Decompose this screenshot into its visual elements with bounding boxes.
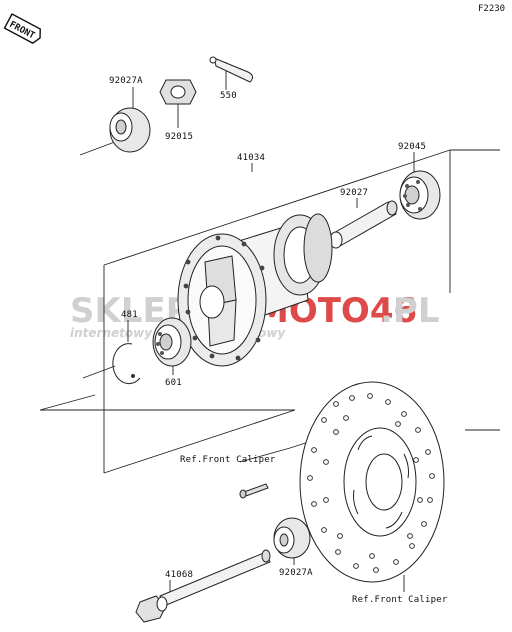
label-92027a-bottom: 92027A	[279, 568, 313, 578]
brake-disc-icon	[299, 381, 445, 583]
axle-41068-icon	[135, 549, 271, 623]
bearing-601-icon	[152, 317, 192, 367]
assembly-outline	[39, 149, 500, 474]
label-92015: 92015	[165, 132, 193, 142]
label-92027: 92027	[340, 188, 368, 198]
bearing-92045-icon	[399, 170, 441, 220]
spacer-tube-92027-icon	[329, 200, 398, 249]
label-ref-front-caliper-bottom: Ref.Front Caliper	[352, 595, 448, 605]
label-601: 601	[165, 378, 182, 388]
disc-bolt-icon	[239, 483, 269, 499]
label-550: 550	[220, 91, 237, 101]
watermark-brand-suffix: .PL	[380, 291, 440, 331]
label-ref-front-caliper-top: Ref.Front Caliper	[180, 455, 276, 465]
label-92027a-top: 92027A	[109, 76, 143, 86]
label-41068: 41068	[165, 570, 193, 580]
label-41034: 41034	[237, 153, 265, 163]
wheel-hub-41034-icon	[177, 213, 333, 367]
collar-92027a-bottom-icon	[273, 517, 311, 559]
label-481: 481	[121, 310, 138, 320]
nut-92015-icon	[159, 79, 197, 105]
cotter-pin-550-icon	[209, 56, 254, 83]
collar-92027a-top-icon	[109, 107, 151, 153]
label-92045: 92045	[398, 142, 426, 152]
front-direction-icon: FRONT	[3, 13, 41, 44]
diagram-code: F2230	[478, 4, 505, 14]
circlip-481-icon	[112, 343, 141, 385]
